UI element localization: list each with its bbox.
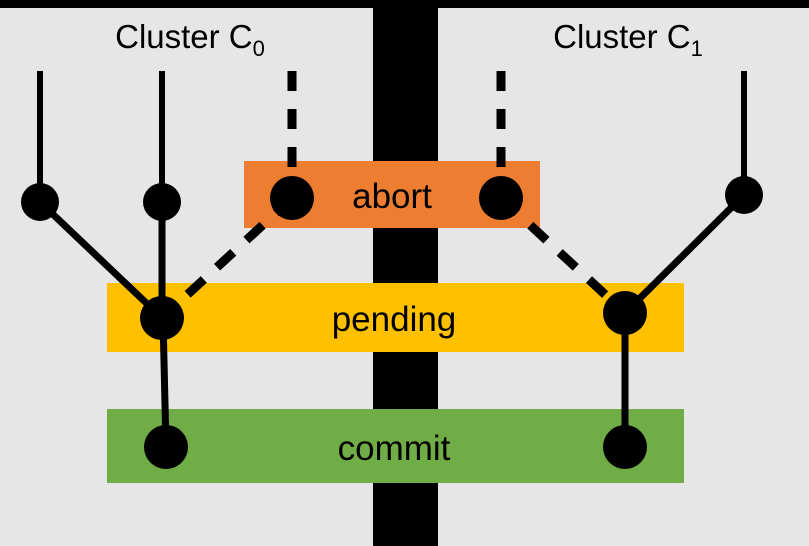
band-labels: abort pending commit	[332, 177, 457, 468]
node-c0-abort[interactable]	[270, 176, 314, 220]
cluster-c1-label-sub: 1	[691, 36, 703, 61]
edge-c0-abort-to-pending	[158, 194, 296, 322]
cluster-c1-label: Cluster C1	[553, 18, 703, 61]
node-c1-d[interactable]	[725, 176, 763, 214]
band-commit-label: commit	[338, 429, 451, 468]
edge-c0-a-to-pending	[37, 199, 165, 321]
nodes-layer	[21, 176, 763, 469]
cluster-c0-label: Cluster C0	[115, 18, 265, 61]
edges-layer	[37, 71, 747, 448]
cluster-c0-label-sub: 0	[253, 36, 265, 61]
cluster-c1-label-text: Cluster C	[553, 18, 691, 55]
band-pending[interactable]	[107, 283, 684, 352]
node-c1-commit[interactable]	[603, 425, 647, 469]
band-pending-label: pending	[332, 300, 457, 339]
node-c0-pending[interactable]	[140, 296, 184, 340]
band-commit[interactable]	[107, 409, 684, 483]
node-c0-b[interactable]	[143, 183, 181, 221]
cluster-c0-label-text: Cluster C	[115, 18, 253, 55]
cluster-labels: Cluster C0 Cluster C1	[115, 18, 703, 61]
node-c0-commit[interactable]	[144, 425, 188, 469]
edge-c1-d-to-pending	[622, 192, 747, 316]
band-abort-label: abort	[352, 177, 432, 216]
node-c1-abort[interactable]	[479, 176, 523, 220]
cluster-panels	[0, 8, 809, 546]
node-c0-a[interactable]	[21, 183, 59, 221]
edge-c1-abort-to-pending	[497, 194, 629, 317]
node-c1-pending[interactable]	[603, 291, 647, 335]
